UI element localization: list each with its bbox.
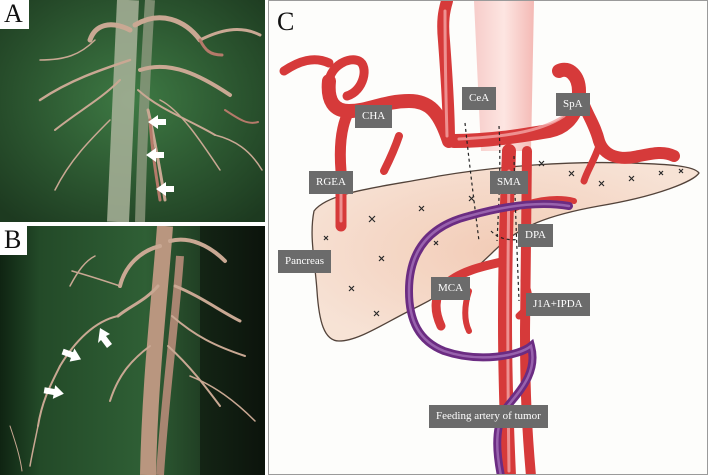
label-cha: CHA: [355, 105, 393, 128]
label-feeding-artery: Feeding artery of tumor: [429, 405, 548, 428]
panel-a-letter: A: [0, 0, 29, 29]
label-spa: SpA: [556, 93, 590, 116]
panel-a-ct-angiography: A: [0, 0, 265, 222]
panel-a-rendering: [0, 0, 265, 222]
label-pancreas: Pancreas: [278, 250, 332, 273]
label-rgea: RGEA: [309, 171, 353, 194]
label-sma: SMA: [490, 171, 528, 194]
panel-c-letter: C: [277, 7, 295, 36]
panel-b-arrows: [43, 328, 112, 399]
panel-c-schematic: C CeA SpA CHA RGEA SMA DPA Pancreas MCA …: [268, 0, 708, 475]
panel-b-letter: B: [0, 226, 28, 255]
label-cea: CeA: [462, 87, 497, 110]
label-j1a-ipda: J1A+IPDA: [526, 293, 590, 316]
panel-b-rendering: [0, 226, 265, 475]
label-mca: MCA: [431, 277, 471, 300]
panel-b-ct-angiography: B: [0, 226, 265, 475]
label-dpa: DPA: [518, 224, 553, 247]
panel-c-drawing: [279, 1, 700, 474]
panel-a-arrows: [146, 115, 174, 196]
